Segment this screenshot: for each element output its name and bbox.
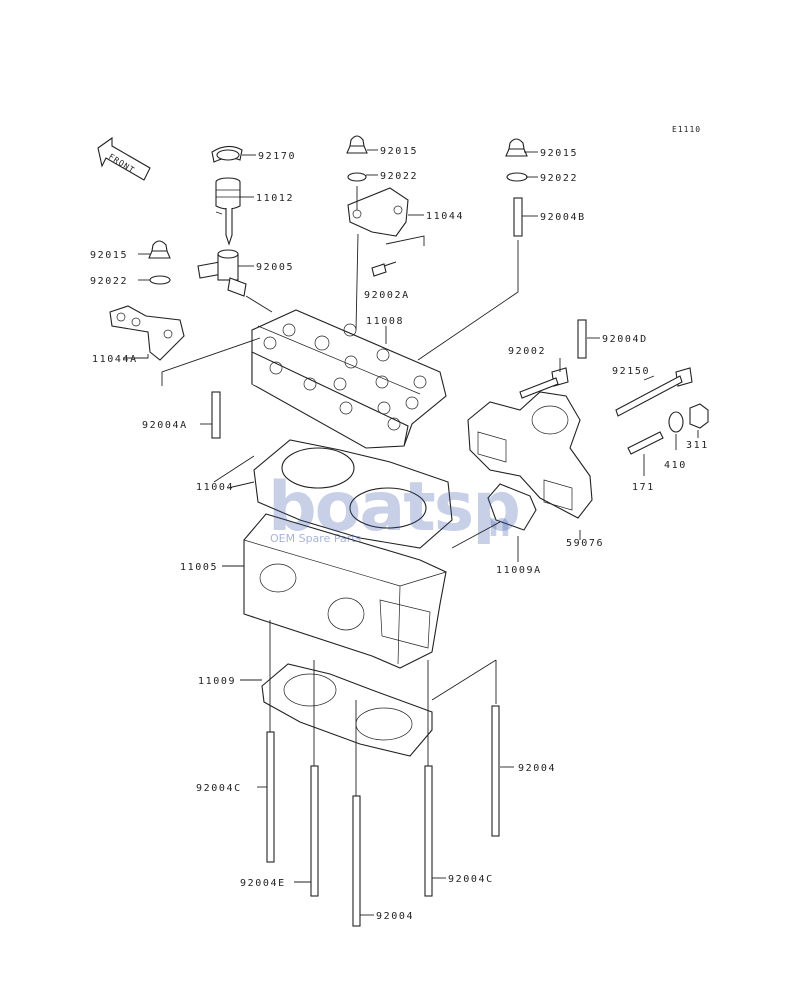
callout-92004d: 92004D bbox=[602, 334, 648, 345]
stud-icon bbox=[627, 431, 664, 455]
cylinder-block-part-icon bbox=[243, 513, 447, 669]
stud-icon bbox=[424, 765, 433, 897]
callout-92015: 92015 bbox=[380, 146, 418, 157]
figure-code: E1110 bbox=[672, 125, 701, 134]
fitting-part-icon bbox=[197, 249, 247, 297]
callout-11044a: 11044A bbox=[92, 354, 138, 365]
stud-icon bbox=[577, 319, 587, 359]
callout-92004e: 92004E bbox=[240, 878, 286, 889]
thermostat-part-icon bbox=[215, 177, 241, 246]
callout-92022: 92022 bbox=[380, 171, 418, 182]
gasket-part-icon bbox=[487, 483, 537, 531]
watermark-logo: boatsp n OEM Spare Parts bbox=[268, 468, 521, 547]
bolt-part-icon bbox=[371, 261, 397, 277]
callout-171: 171 bbox=[632, 482, 655, 493]
callout-11012: 11012 bbox=[256, 193, 294, 204]
callout-92150: 92150 bbox=[612, 366, 650, 377]
washer-icon bbox=[506, 172, 528, 182]
callout-92004c: 92004C bbox=[196, 783, 242, 794]
cap-nut-icon bbox=[505, 138, 528, 157]
callout-11005: 11005 bbox=[180, 562, 218, 573]
bolt-part-icon bbox=[615, 367, 693, 417]
callout-410: 410 bbox=[664, 460, 687, 471]
callout-11009a: 11009A bbox=[496, 565, 542, 576]
callout-92002a: 92002A bbox=[364, 290, 410, 301]
cap-nut-icon bbox=[346, 135, 368, 154]
head-gasket-part-icon bbox=[253, 439, 453, 549]
callout-311: 311 bbox=[686, 440, 709, 451]
bolt-part-icon bbox=[519, 367, 569, 399]
callout-11004: 11004 bbox=[196, 482, 234, 493]
front-arrow-icon: FRONT bbox=[97, 136, 151, 181]
callout-59076: 59076 bbox=[566, 538, 604, 549]
callout-92022: 92022 bbox=[90, 276, 128, 287]
callout-92002: 92002 bbox=[508, 346, 546, 357]
callout-11044: 11044 bbox=[426, 211, 464, 222]
callout-92004b: 92004B bbox=[540, 212, 586, 223]
callout-11008: 11008 bbox=[366, 316, 404, 327]
svg-text:n: n bbox=[488, 506, 509, 544]
bracket-part-icon bbox=[347, 187, 409, 237]
callout-92004: 92004 bbox=[376, 911, 414, 922]
callout-92004c: 92004C bbox=[448, 874, 494, 885]
manifold-part-icon bbox=[467, 391, 593, 519]
washer-icon bbox=[668, 411, 684, 433]
stud-icon bbox=[310, 765, 319, 897]
stud-icon bbox=[266, 731, 275, 863]
cap-nut-icon bbox=[148, 240, 171, 259]
nut-icon bbox=[689, 403, 709, 429]
callout-92015: 92015 bbox=[540, 148, 578, 159]
leader-lines bbox=[123, 149, 699, 916]
base-gasket-part-icon bbox=[261, 663, 433, 757]
callout-92170: 92170 bbox=[258, 151, 296, 162]
callout-92004: 92004 bbox=[518, 763, 556, 774]
cylinder-head-part-icon bbox=[251, 309, 447, 449]
washer-icon bbox=[149, 275, 171, 285]
stud-icon bbox=[491, 705, 500, 837]
stud-icon bbox=[211, 391, 221, 439]
callout-92005: 92005 bbox=[256, 262, 294, 273]
callout-92004a: 92004A bbox=[142, 420, 188, 431]
stud-icon bbox=[513, 197, 523, 237]
callout-11009: 11009 bbox=[198, 676, 236, 687]
svg-text:OEM Spare Parts: OEM Spare Parts bbox=[270, 532, 362, 545]
callout-92015: 92015 bbox=[90, 250, 128, 261]
stud-icon bbox=[352, 795, 361, 927]
washer-icon bbox=[347, 172, 367, 182]
clamp-part-icon bbox=[211, 145, 243, 163]
callout-92022: 92022 bbox=[540, 173, 578, 184]
bracket-part-icon bbox=[109, 305, 185, 361]
